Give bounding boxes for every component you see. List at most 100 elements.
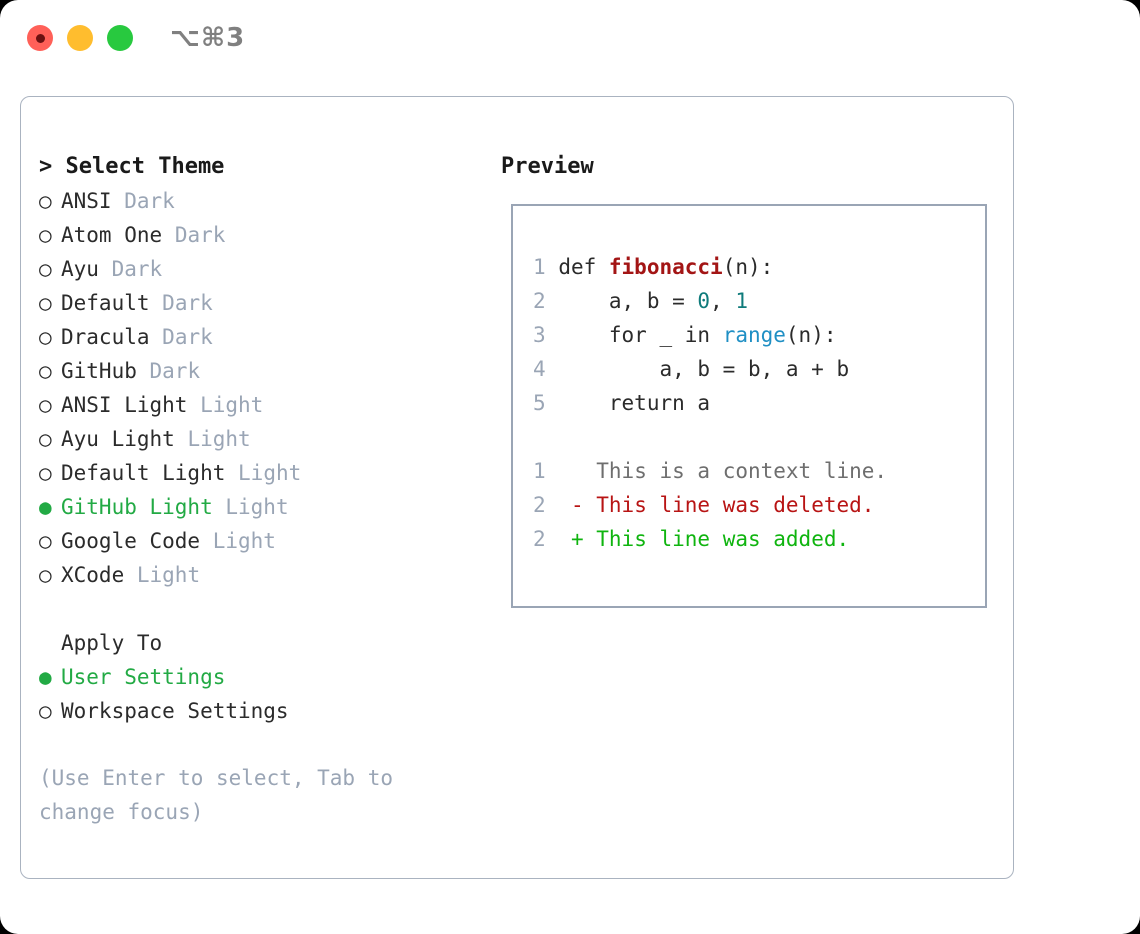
select-theme-heading: > Select Theme [39,154,225,179]
radio-selected-icon[interactable]: ● [39,495,52,519]
theme-variant-tag: Dark [174,223,226,247]
theme-option-default[interactable]: ○ Default Dark [39,286,479,320]
theme-option-dracula[interactable]: ○ Dracula Dark [39,320,479,354]
label-spacer [112,189,125,213]
diff-sample: 1 This is a context line.2 - This line w… [533,454,887,556]
code-token-plain: (n): [722,255,774,279]
maximize-light-icon[interactable] [107,25,133,51]
code-token-call: range [722,323,786,347]
label-spacer [225,461,238,485]
gutter-gap [546,357,559,381]
apply-to-option-label: User Settings [61,665,226,689]
apply-to-option-workspace-settings[interactable]: ○ Workspace Settings [39,694,479,728]
code-token-plain: def [558,255,609,279]
theme-option-default-light[interactable]: ○Default Light Light [39,456,479,490]
diff-line-number: 2 [533,493,546,517]
code-token-plain: for _ in [558,323,723,347]
theme-option-label: GitHub Light [61,495,213,519]
theme-option-label: Default [61,291,150,315]
window-title-shortcut: ⌥⌘3 [170,23,246,53]
theme-option-ansi-light[interactable]: ○ ANSI Light Light [39,388,479,422]
radio-unselected-icon[interactable]: ○ [39,699,52,723]
close-light-icon[interactable] [27,25,53,51]
radio-unselected-icon[interactable]: ○ [39,359,52,383]
code-line: 3 for _ in range(n): [533,318,849,352]
theme-option-label: Atom One [61,223,163,247]
theme-option-ayu-light[interactable]: ○Ayu Light Light [39,422,479,456]
theme-option-label: Dracula [61,325,150,349]
radio-unselected-icon[interactable]: ○ [39,393,52,417]
code-token-plain: , [710,289,736,313]
code-line-number: 3 [533,323,546,347]
diff-marker: + [570,527,584,551]
theme-option-xcode[interactable]: ○XCode Light [39,558,479,592]
radio-unselected-icon[interactable]: ○ [39,189,52,213]
gutter-gap [546,391,559,415]
code-line-number: 4 [533,357,546,381]
theme-option-label: Ayu [61,257,99,281]
theme-option-github-light[interactable]: ●GitHub Light Light [39,490,479,524]
code-line: 2 a, b = 0, 1 [533,284,849,318]
theme-option-atom-one[interactable]: ○ Atom One Dark [39,218,479,252]
label-spacer [162,223,175,247]
theme-variant-tag: Dark [111,257,163,281]
code-line: 1 def fibonacci(n): [533,250,849,284]
theme-variant-tag: Light [212,529,276,553]
gutter-gap [546,255,559,279]
gutter-gap [546,289,559,313]
gutter-gap [546,323,559,347]
radio-selected-icon[interactable]: ● [39,665,52,689]
code-line-number: 2 [533,289,546,313]
diff-line-text: This is a context line. [596,459,888,483]
theme-option-github[interactable]: ○GitHub Dark [39,354,479,388]
code-line: 4 a, b = b, a + b [533,352,849,386]
diff-gutter-gap [546,459,571,483]
code-token-plain: a, b = [558,289,698,313]
radio-unselected-icon[interactable]: ○ [39,427,52,451]
theme-option-ansi[interactable]: ○ANSI Dark [39,184,479,218]
code-line-number: 1 [533,255,546,279]
apply-to-heading: Apply To [61,631,163,655]
diff-gutter-gap [546,493,571,517]
preview-column: Preview [501,150,1001,184]
theme-option-label: ANSI Light [61,393,188,417]
diff-line-text: This line was added. [596,527,850,551]
theme-variant-tag: Light [238,461,302,485]
theme-option-label: Google Code [61,529,201,553]
theme-option-ayu[interactable]: ○ Ayu Dark [39,252,479,286]
diff-marker-gap [584,527,597,551]
code-token-fn: fibonacci [608,255,723,279]
radio-unselected-icon[interactable]: ○ [39,461,52,485]
diff-line-add: 2 + This line was added. [533,522,887,556]
theme-variant-tag: Light [136,563,201,587]
theme-variant-tag: Dark [124,189,175,213]
apply-to-option-user-settings[interactable]: ● User Settings [39,660,479,694]
diff-marker: - [570,493,584,517]
theme-variant-tag: Dark [162,291,213,315]
minimize-light-icon[interactable] [67,25,93,51]
theme-variant-tag: Dark [162,325,213,349]
theme-variant-tag: Light [200,393,264,417]
theme-option-google-code[interactable]: ○ Google Code Light [39,524,479,558]
radio-unselected-icon[interactable]: ○ [39,291,52,315]
diff-line-ctx: 1 This is a context line. [533,454,887,488]
theme-variant-tag: Dark [149,359,201,383]
radio-unselected-icon[interactable]: ○ [39,325,52,349]
traffic-lights [27,25,133,51]
preview-heading: Preview [501,154,594,179]
radio-unselected-icon[interactable]: ○ [39,223,52,247]
apply-to-option-label: Workspace Settings [61,699,289,723]
diff-gutter-gap [546,527,571,551]
label-spacer [200,529,213,553]
title-bar: ⌥⌘3 [0,0,1140,76]
diff-line-del: 2 - This line was deleted. [533,488,887,522]
diff-line-number: 2 [533,527,546,551]
radio-unselected-icon[interactable]: ○ [39,529,52,553]
radio-unselected-icon[interactable]: ○ [39,257,52,281]
diff-line-text: This line was deleted. [596,493,875,517]
label-spacer [124,563,137,587]
radio-unselected-icon[interactable]: ○ [39,563,52,587]
